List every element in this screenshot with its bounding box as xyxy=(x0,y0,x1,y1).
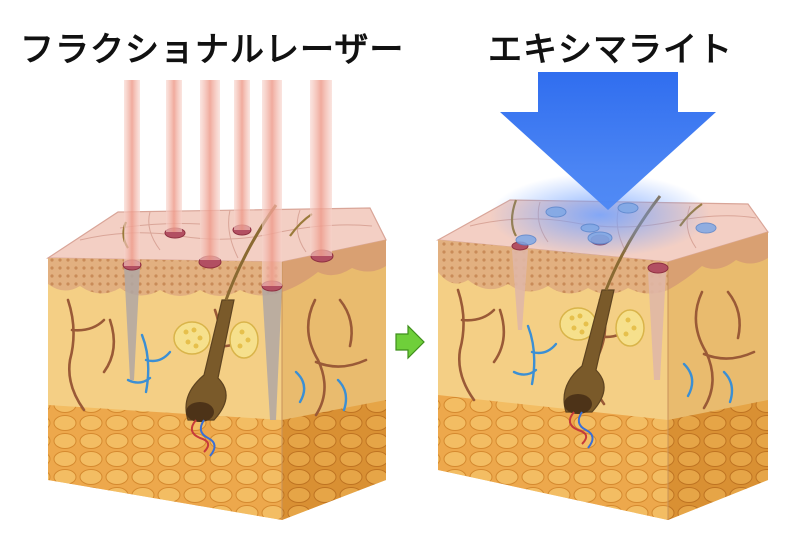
right-fat-front xyxy=(438,395,668,520)
left-blood-vessels xyxy=(126,333,348,412)
right-fat-side xyxy=(668,400,768,520)
right-skin-block xyxy=(436,72,769,520)
left-epidermis-side xyxy=(282,240,386,292)
left-hair-follicle xyxy=(122,204,313,457)
left-laser-channels xyxy=(124,266,282,420)
blue-light-glow xyxy=(490,173,710,257)
left-epidermis-band xyxy=(48,258,282,296)
right-treated-spots xyxy=(515,202,717,246)
left-fat-front xyxy=(48,405,282,520)
left-skin-block xyxy=(46,80,387,520)
right-epidermis-side xyxy=(668,232,768,290)
right-healed-channels xyxy=(512,250,666,380)
left-sebaceous-glands xyxy=(173,321,259,359)
right-blood-vessels xyxy=(512,324,734,404)
left-fat-side xyxy=(282,400,386,520)
right-sebaceous-glands xyxy=(559,307,645,347)
green-right-arrow-icon xyxy=(395,324,425,360)
left-laser-beams xyxy=(124,80,332,286)
fractional-laser-title: フラクショナルレーザー xyxy=(20,30,405,70)
excimer-light-title: エキシマライト xyxy=(488,30,733,70)
blue-down-arrow-icon xyxy=(500,72,716,210)
